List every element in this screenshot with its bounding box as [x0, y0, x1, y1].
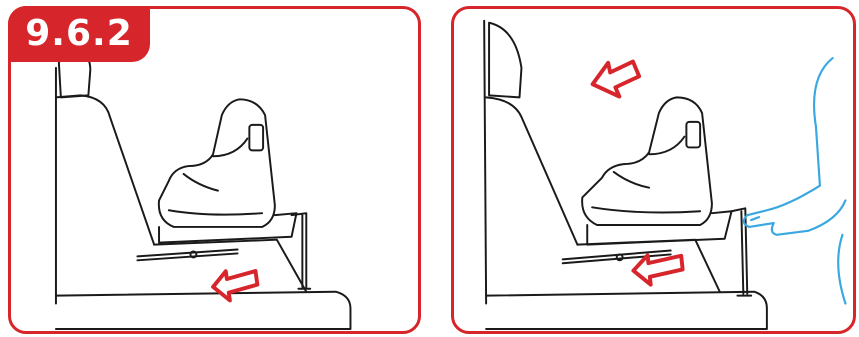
hand-icon: [744, 58, 846, 303]
vehicle-headrest: [489, 23, 521, 98]
vehicle-seat-back: [56, 68, 154, 304]
right-scene: [454, 9, 853, 331]
arrow-left-icon: [589, 57, 642, 101]
child-seat-base: [159, 213, 296, 242]
support-leg: [732, 208, 752, 295]
panel-step-right: [451, 6, 856, 334]
step-number-badge: 9.6.2: [8, 6, 150, 62]
vehicle-seat-back: [484, 21, 577, 304]
child-seat-shell: [159, 99, 275, 227]
isofix-connector: [137, 250, 237, 261]
arrow-left-icon: [211, 267, 259, 302]
vehicle-seat-cushion: [56, 292, 351, 329]
child-seat-shell: [582, 97, 712, 225]
vehicle-seat-cushion: [486, 292, 767, 329]
